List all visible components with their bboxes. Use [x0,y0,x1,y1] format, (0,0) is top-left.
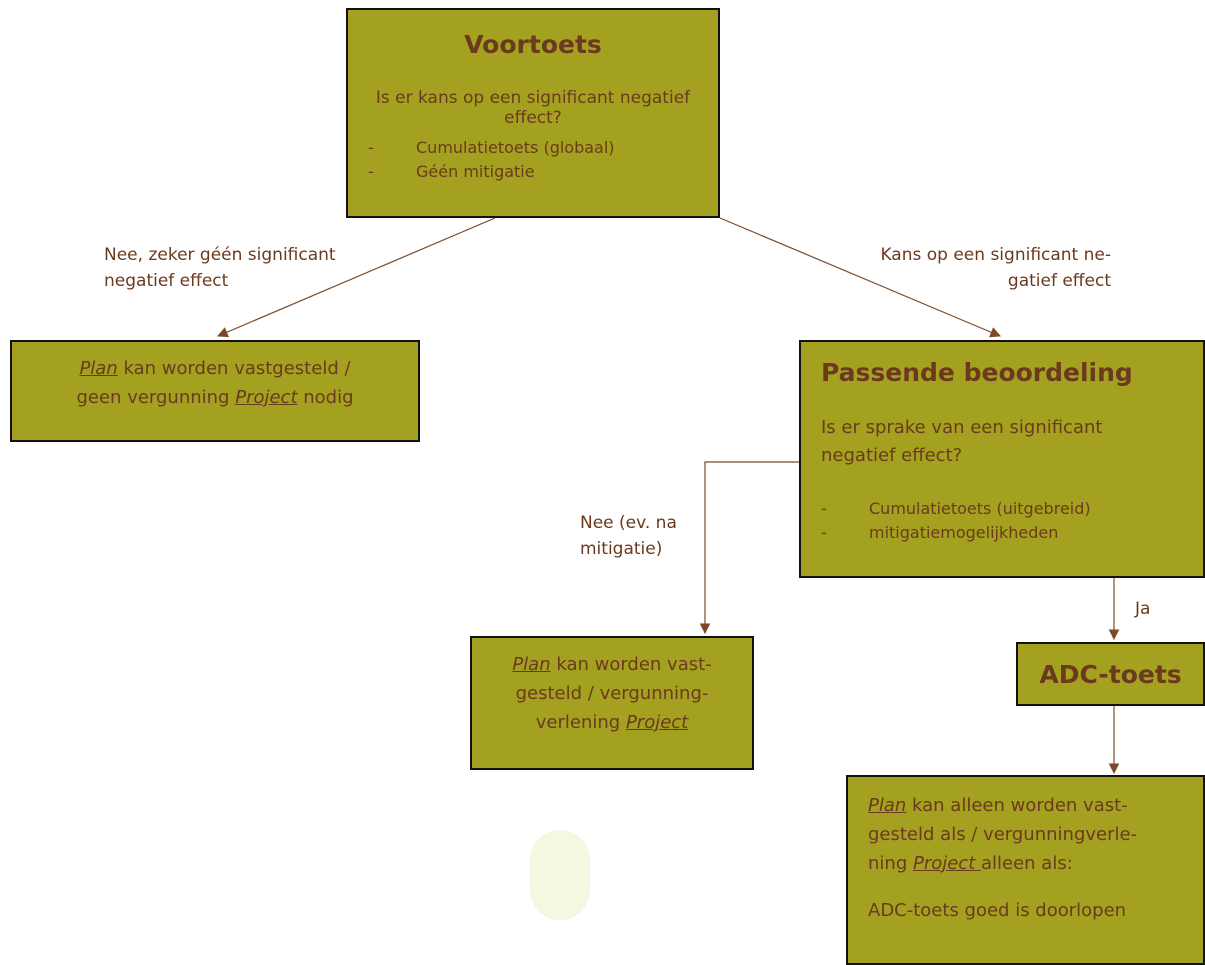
voortoets-bullets: Cumulatietoets (globaal) Géén mitigatie [368,136,615,184]
ja-label: Ja [1135,599,1151,619]
plan-term: Plan [79,358,118,379]
voortoets-question: Is er kans op een significant negatief e… [375,88,691,128]
voortoets-box: Voortoets Is er kans op een significant … [346,8,720,218]
passende-title: Passende beoordeling [821,358,1133,387]
adc-title: ADC-toets [1039,660,1182,689]
plan-term: Plan [512,654,551,675]
voortoets-bullet: Géén mitigatie [368,160,615,184]
passende-question: Is er sprake van een significant negatie… [821,417,1103,466]
project-term: Project [625,712,689,733]
passende-bullet: mitigatiemogelijkheden [821,521,1091,545]
arrow-to-plan-left [217,217,496,338]
right-edge-label: Kans op een significant ne- gatief effec… [880,245,1111,291]
passende-beoordeling-box: Passende beoordeling Is er sprake van ee… [799,340,1205,578]
passende-bullet: Cumulatietoets (uitgebreid) [821,497,1091,521]
left-edge-label: Nee, zeker géén significant negatief eff… [104,245,336,291]
passende-bullets: Cumulatietoets (uitgebreid) mitigatiemog… [821,497,1091,545]
project-term: Project [235,387,298,408]
nee-label: Nee (ev. na mitigatie) [580,513,677,559]
plan-left-box: Plan kan worden vastgesteld / geen vergu… [10,340,420,442]
arrow-to-plan-middle [699,461,800,635]
watermark-shape [530,830,590,920]
project-term: Project [912,853,981,874]
plan-bottom-box: Plan kan alleen worden vast- gesteld als… [846,775,1205,965]
voortoets-title: Voortoets [464,30,602,59]
voortoets-bullet: Cumulatietoets (globaal) [368,136,615,160]
plan-term: Plan [868,795,907,816]
adc-toets-box: ADC-toets [1016,642,1205,706]
plan-middle-box: Plan kan worden vast- gesteld / vergunni… [470,636,754,770]
arrow-to-passende [719,217,1001,338]
